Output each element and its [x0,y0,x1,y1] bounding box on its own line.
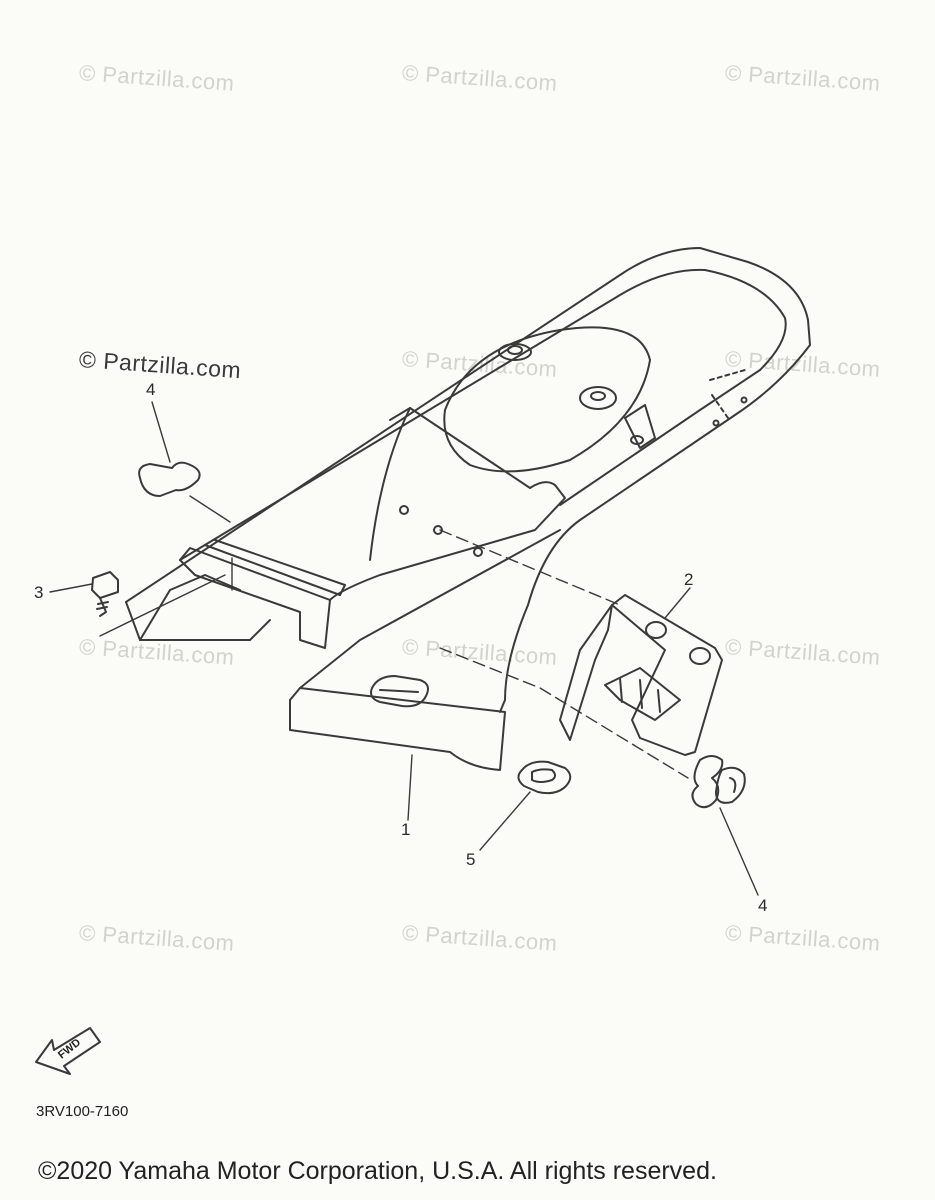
leader-line-4-lower [719,807,759,896]
assembly-line [439,529,621,606]
leader-line-4-upper [151,401,171,463]
callout-part-2: 2 [684,570,694,589]
rear-fender-part [125,247,811,771]
decal-part-upper [138,461,201,497]
copyright-notice: ©2020 Yamaha Motor Corporation, U.S.A. A… [38,1157,717,1185]
callout-part-3: 3 [34,583,44,602]
leader-line-1 [407,754,413,821]
leader-line-5 [479,791,531,851]
callout-part-4-lower: 4 [758,896,768,915]
callout-part-5: 5 [466,850,476,869]
assembly-line [99,574,226,637]
callout-part-4-upper: 4 [146,380,156,399]
decal-part-80 [691,755,746,809]
catalog-code: 3RV100-7160 [36,1103,129,1120]
callout-part-1: 1 [401,820,411,839]
fwd-arrow-icon [35,1027,101,1075]
assembly-line [439,647,689,779]
assembly-line [189,495,231,523]
grommet-part [517,760,572,795]
leader-line-2 [664,587,691,619]
bracket-plate-part [559,594,723,756]
leader-line-3 [49,583,93,593]
bolt-part [91,571,119,617]
